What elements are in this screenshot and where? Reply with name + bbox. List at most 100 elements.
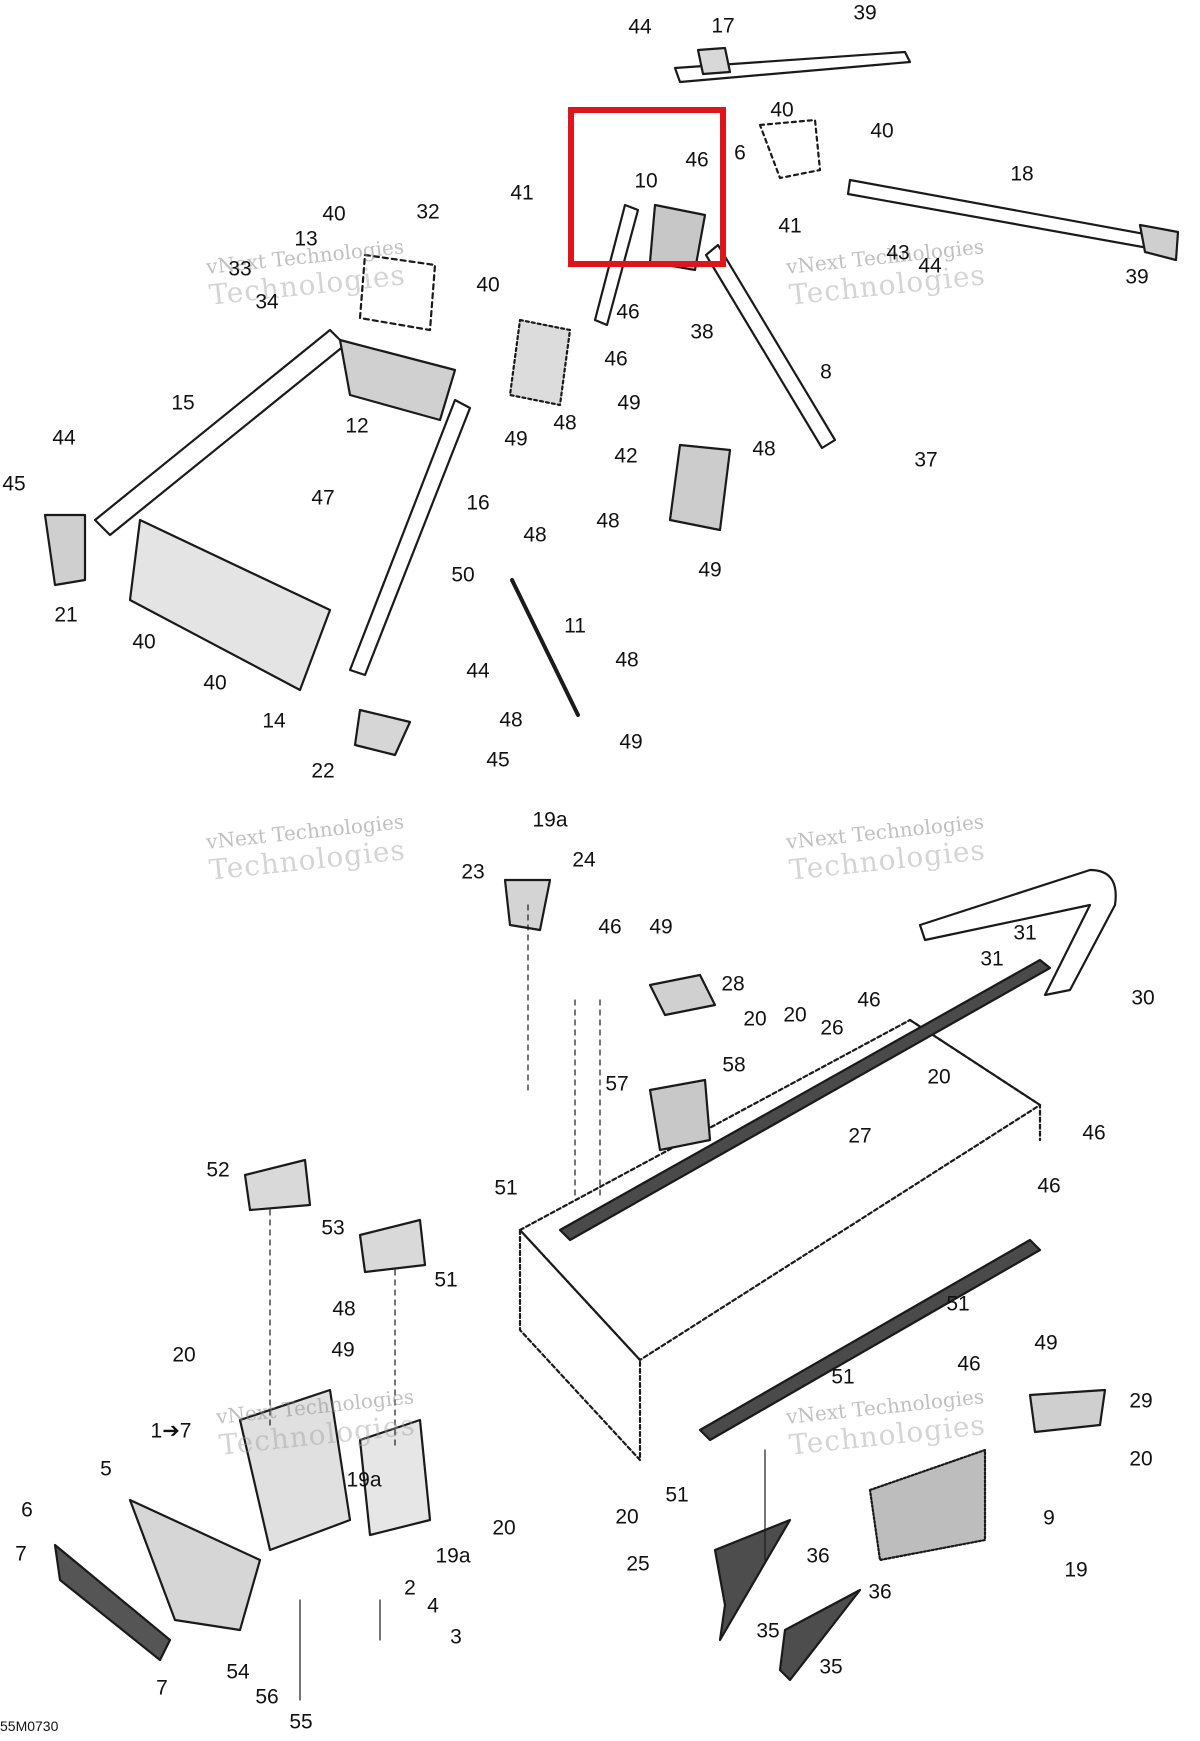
callout-label: 50 — [451, 563, 475, 587]
callout-label: 46 — [604, 347, 628, 371]
callout-label: 39 — [853, 1, 877, 25]
callout-label: 47 — [311, 486, 335, 510]
callout-label: 28 — [721, 972, 745, 996]
part-8-arm — [704, 243, 837, 450]
callout-label: 20 — [783, 1003, 807, 1027]
callout-label: 29 — [1129, 1389, 1153, 1413]
callout-label: 49 — [617, 391, 641, 415]
callout-label: 20 — [1129, 1447, 1153, 1471]
callout-label: 35 — [819, 1655, 843, 1679]
callout-label: 19 — [1064, 1558, 1088, 1582]
callout-label: 14 — [262, 709, 286, 733]
callout-label: 32 — [416, 200, 440, 224]
callout-label: 46 — [857, 988, 881, 1012]
callout-label: 3 — [450, 1625, 462, 1649]
callout-label: 5 — [100, 1457, 112, 1481]
callout-label: 44 — [628, 15, 652, 39]
callout-label: 40 — [476, 273, 500, 297]
callout-label: 48 — [332, 1297, 356, 1321]
callout-label: 44 — [918, 254, 942, 278]
callout-label: 48 — [752, 437, 776, 461]
callout-label: 34 — [255, 290, 279, 314]
callout-label: 2 — [404, 1576, 416, 1600]
callout-label: 51 — [665, 1483, 689, 1507]
callout-label: 41 — [510, 181, 534, 205]
callout-label: 53 — [321, 1216, 345, 1240]
callout-label: 49 — [504, 427, 528, 451]
callout-label: 20 — [615, 1505, 639, 1529]
callout-label: 11 — [564, 614, 586, 638]
callout-label: 40 — [322, 202, 346, 226]
callout-label: 49 — [1034, 1331, 1058, 1355]
callout-label: 8 — [820, 360, 832, 384]
callout-label: 55 — [289, 1710, 313, 1734]
callout-label: 21 — [54, 603, 78, 627]
part-6-arm — [593, 203, 640, 327]
front-assembly — [238, 1388, 352, 1552]
callout-label: 17 — [711, 14, 735, 38]
callout-label: 43 — [886, 241, 910, 265]
part-11-rod — [510, 578, 580, 717]
callout-label: 48 — [499, 708, 523, 732]
callout-label: 45 — [2, 472, 26, 496]
callout-label: 40 — [203, 671, 227, 695]
callout-label: 13 — [294, 227, 318, 251]
callout-label: 24 — [572, 848, 596, 872]
callout-label: 20 — [492, 1516, 516, 1540]
part-15-frame — [93, 328, 347, 537]
track-rail — [558, 958, 1052, 1242]
callout-label: 35 — [756, 1619, 780, 1643]
callout-label: 27 — [848, 1124, 872, 1148]
callout-label: 19a — [346, 1468, 382, 1492]
callout-label: 51 — [831, 1365, 855, 1389]
part-30-bumper — [918, 868, 1117, 997]
callout-label: 48 — [523, 523, 547, 547]
callout-label: 49 — [698, 558, 722, 582]
callout-label: 40 — [870, 119, 894, 143]
callout-label: 46 — [598, 915, 622, 939]
part-18-rail — [846, 178, 1152, 250]
callout-label: 10 — [634, 169, 658, 193]
diagram-reference-code: 55M0730 — [0, 1718, 59, 1734]
callout-label: 45 — [486, 748, 510, 772]
callout-label: 42 — [614, 444, 638, 468]
callout-label: 38 — [690, 320, 714, 344]
callout-label: 51 — [494, 1176, 518, 1200]
callout-label: 7 — [15, 1542, 27, 1566]
callout-label: 58 — [722, 1053, 746, 1077]
callout-label: 40 — [770, 98, 794, 122]
callout-label: 36 — [868, 1580, 892, 1604]
callout-label: 26 — [820, 1016, 844, 1040]
callout-label: 7 — [156, 1676, 168, 1700]
callout-label: 37 — [914, 448, 938, 472]
callout-label: 25 — [626, 1552, 650, 1576]
callout-label: 31 — [1013, 921, 1037, 945]
callout-label: 48 — [596, 509, 620, 533]
callout-label: 49 — [649, 915, 673, 939]
callout-label: 46 — [957, 1352, 981, 1376]
callout-label: 9 — [1043, 1506, 1055, 1530]
callout-label: 56 — [255, 1685, 279, 1709]
callout-label: 20 — [927, 1065, 951, 1089]
callout-label: 46 — [616, 300, 640, 324]
callout-label: 46 — [1082, 1121, 1106, 1145]
callout-label: 51 — [946, 1292, 970, 1316]
callout-label: 19a — [435, 1544, 471, 1568]
callout-label: 41 — [778, 214, 802, 238]
callout-label: 44 — [466, 659, 490, 683]
part-16-frame — [348, 398, 472, 677]
callout-label: 49 — [619, 730, 643, 754]
callout-label: 16 — [466, 491, 490, 515]
callout-label: 44 — [52, 426, 76, 450]
callout-label: 54 — [226, 1660, 250, 1684]
part-14-shroud — [128, 518, 332, 692]
callout-label: 15 — [171, 391, 195, 415]
callout-label: 4 — [427, 1594, 439, 1618]
callout-label: 20 — [172, 1343, 196, 1367]
callout-label: 18 — [1010, 162, 1034, 186]
callout-label: 46 — [1037, 1174, 1061, 1198]
callout-label: 30 — [1131, 986, 1155, 1010]
callout-label: 40 — [132, 630, 156, 654]
part-17-rail — [673, 50, 912, 84]
